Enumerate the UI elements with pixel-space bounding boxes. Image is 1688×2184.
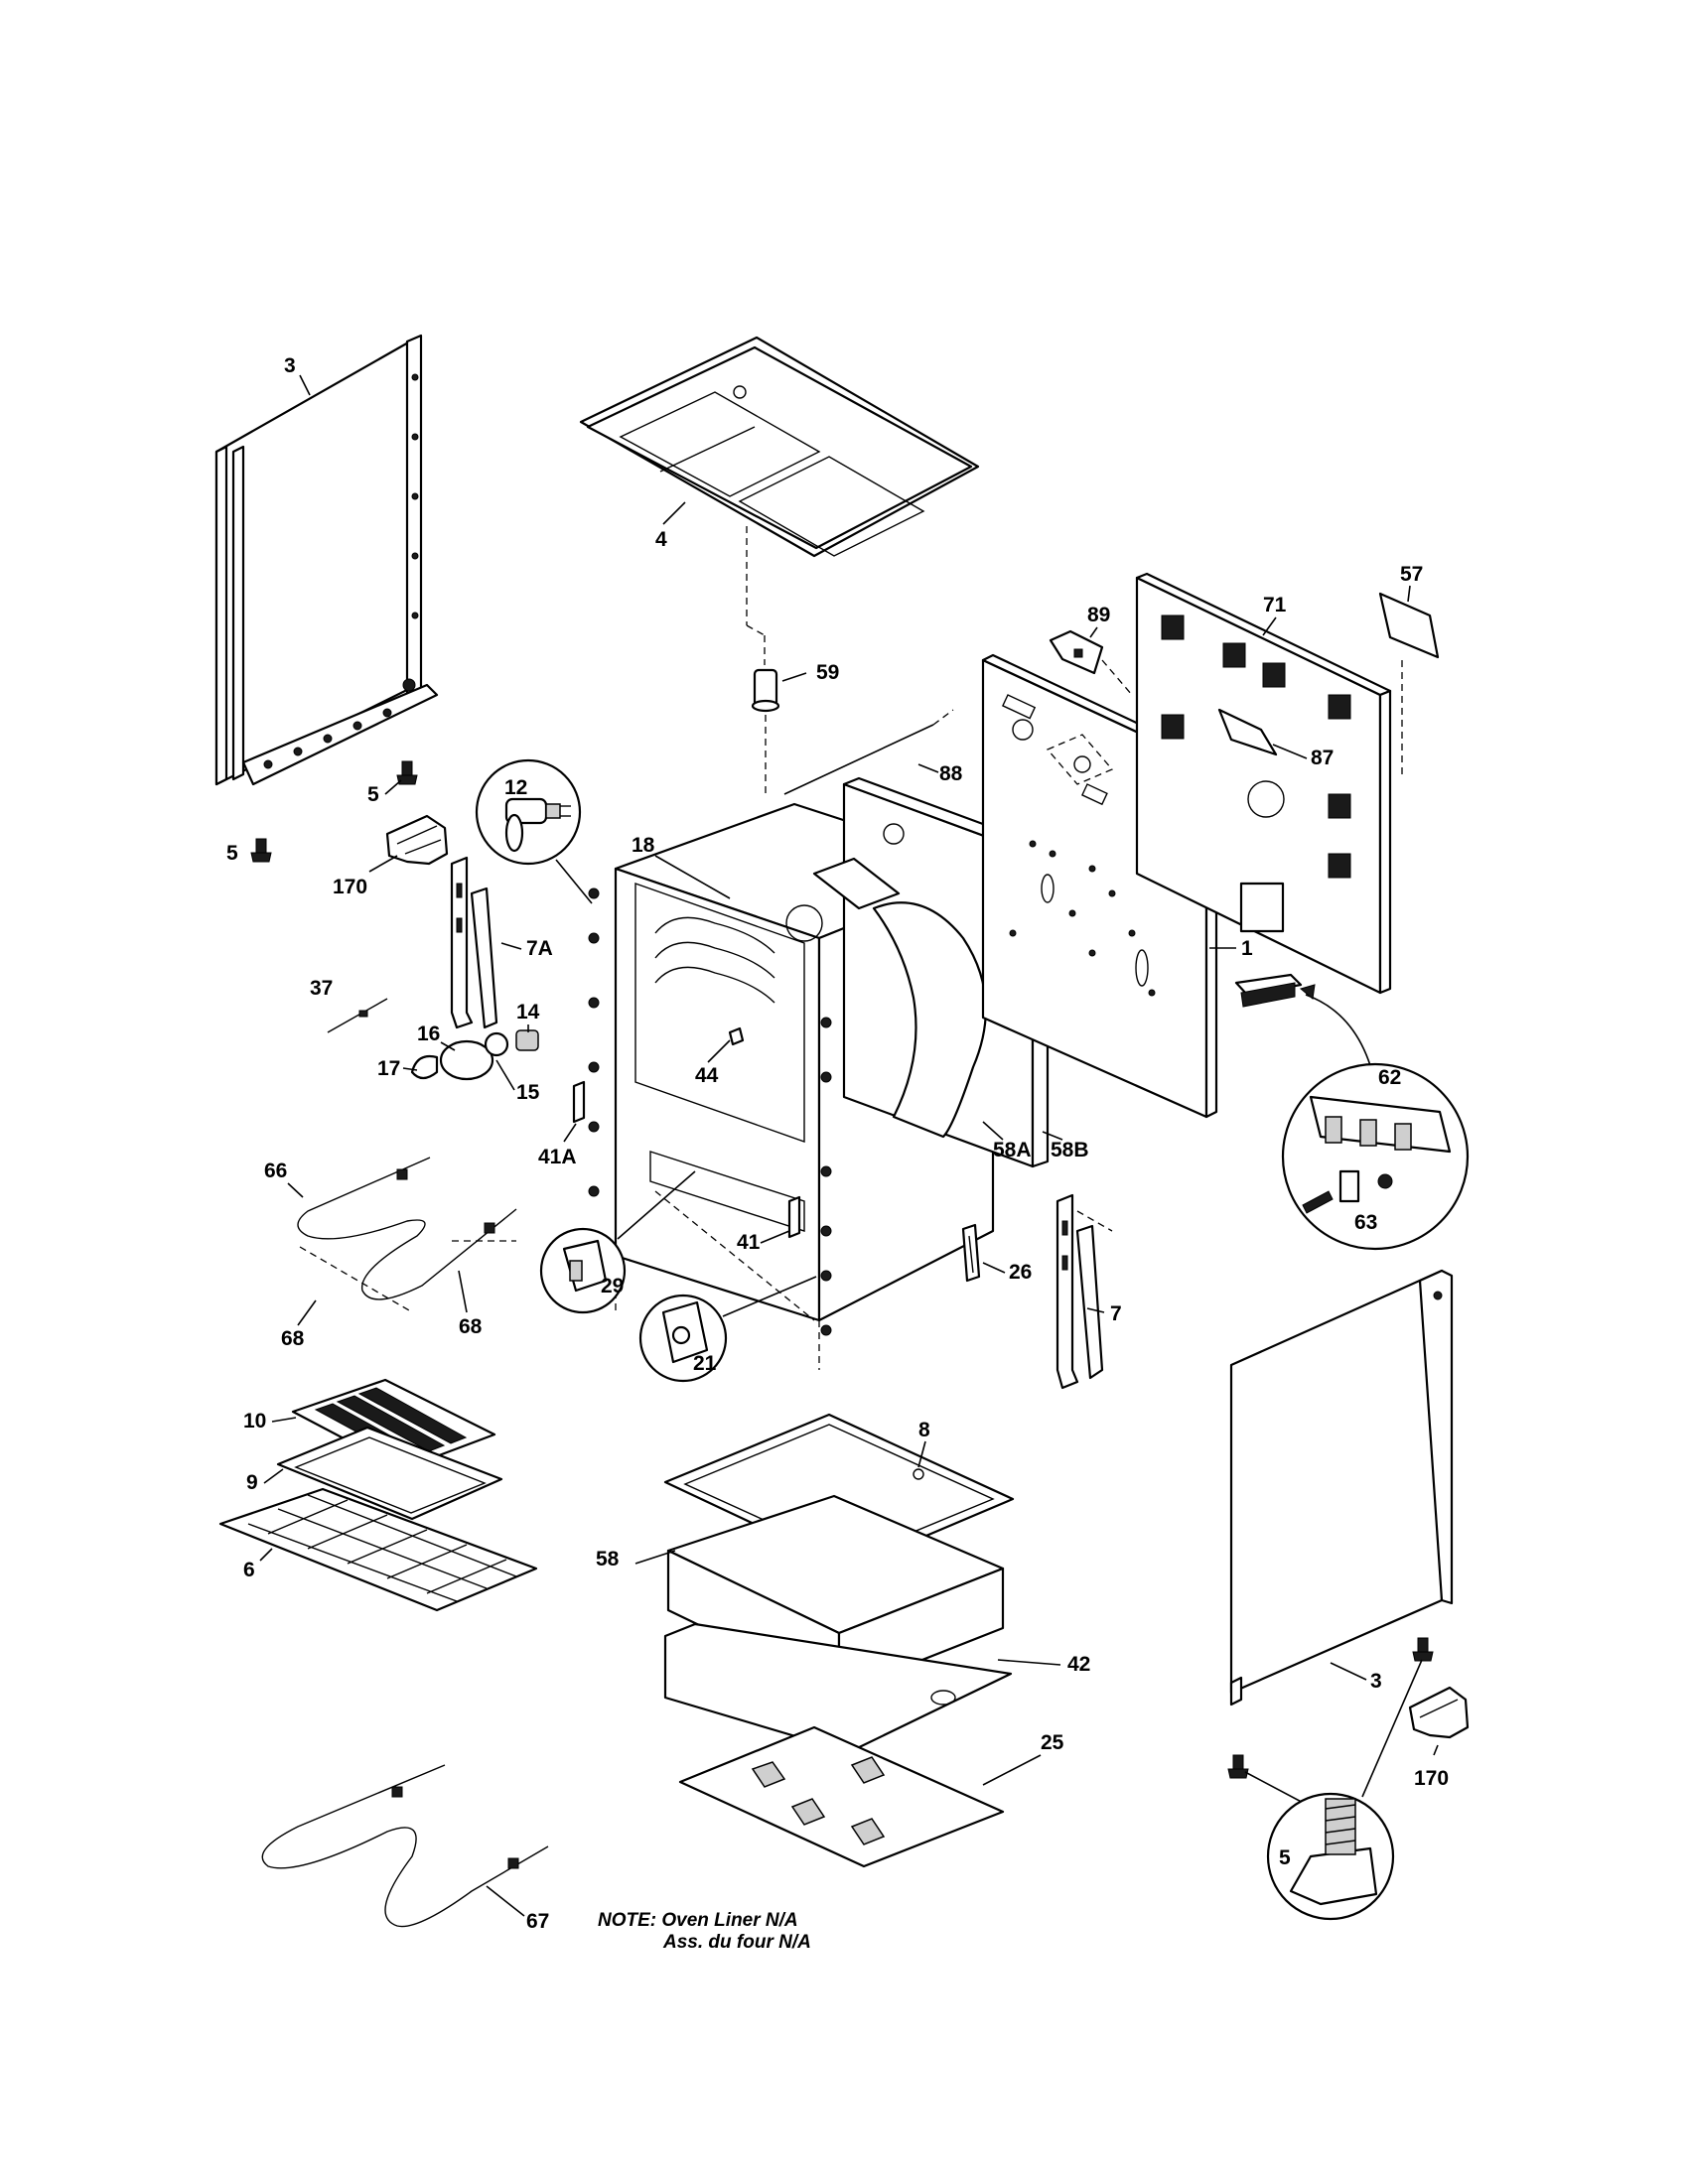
broiler-pan <box>276 1426 503 1521</box>
drawer-liner-25 <box>678 1725 1005 1868</box>
callout-17: 17 <box>377 1057 400 1080</box>
spring-26 <box>961 1223 981 1283</box>
callout-58a: 58A <box>993 1139 1032 1161</box>
callout-25: 25 <box>1041 1731 1064 1754</box>
callout-21: 21 <box>693 1352 717 1375</box>
callout-58b: 58B <box>1051 1139 1089 1161</box>
detail-circle-5 <box>1266 1792 1395 1921</box>
side-panel-left <box>214 334 439 786</box>
callout-67: 67 <box>526 1910 549 1933</box>
frame-screws <box>588 887 832 1336</box>
callout-3-bottom: 3 <box>1370 1670 1382 1693</box>
drawer-bottom <box>663 1622 1013 1754</box>
callout-63: 63 <box>1354 1211 1377 1234</box>
callout-57: 57 <box>1400 563 1423 586</box>
thermostat-sensor <box>751 668 780 713</box>
anti-tip-bracket-left <box>385 814 449 866</box>
callout-42: 42 <box>1067 1653 1090 1676</box>
callout-170-a: 170 <box>333 876 367 898</box>
callout-3-top: 3 <box>284 354 296 377</box>
anti-tip-bracket-right <box>1408 1686 1470 1739</box>
callout-7: 7 <box>1110 1302 1122 1325</box>
callout-44: 44 <box>695 1064 719 1087</box>
side-panel-right <box>1229 1269 1454 1706</box>
callout-15: 15 <box>516 1081 540 1104</box>
callout-18: 18 <box>632 834 655 857</box>
oven-light-assembly <box>410 1029 539 1081</box>
wire-37 <box>327 998 388 1033</box>
detail-circle-62-63 <box>1281 1062 1470 1251</box>
callout-71: 71 <box>1263 594 1287 616</box>
callout-29: 29 <box>601 1275 624 1297</box>
callout-5-a: 5 <box>367 783 379 806</box>
detail-circle-12 <box>475 758 582 866</box>
callout-170-b: 170 <box>1414 1767 1449 1790</box>
callout-6: 6 <box>243 1559 255 1581</box>
callout-5-c: 5 <box>1279 1846 1291 1869</box>
callout-87: 87 <box>1311 747 1334 769</box>
broil-element-66 <box>297 1157 517 1300</box>
top-panel <box>579 336 980 558</box>
callout-10: 10 <box>243 1410 266 1433</box>
callout-68-b: 68 <box>459 1315 483 1338</box>
terminal-block <box>1234 973 1303 1008</box>
leveling-screw-icon <box>250 838 272 863</box>
leveling-screw-icon <box>1412 1637 1434 1662</box>
broiler-pan-insert <box>291 1378 496 1471</box>
note-line-1: NOTE: Oven Liner N/A <box>598 1910 798 1931</box>
hinge-7 <box>1055 1193 1104 1390</box>
callout-5-b: 5 <box>226 842 238 865</box>
leveling-screw-icon <box>1227 1754 1249 1779</box>
callout-58: 58 <box>596 1548 620 1570</box>
callout-68-a: 68 <box>281 1327 305 1350</box>
note-line-2: Ass. du four N/A <box>662 1932 811 1953</box>
callout-4: 4 <box>655 528 667 551</box>
callout-26: 26 <box>1009 1261 1032 1284</box>
detail-circle-21 <box>638 1294 728 1383</box>
callout-14: 14 <box>516 1001 540 1024</box>
callout-8: 8 <box>918 1419 930 1441</box>
bracket-89 <box>1049 629 1104 675</box>
bracket-41 <box>787 1195 801 1239</box>
callout-89: 89 <box>1087 604 1110 626</box>
oven-rack <box>218 1487 538 1612</box>
callout-9: 9 <box>246 1471 258 1494</box>
label-plate-57 <box>1378 592 1440 659</box>
detail-circle-29 <box>539 1227 627 1314</box>
callout-7a: 7A <box>526 937 553 960</box>
callout-12: 12 <box>504 776 527 799</box>
callout-59: 59 <box>816 661 839 684</box>
callout-16: 16 <box>417 1023 440 1045</box>
callout-66: 66 <box>264 1160 287 1182</box>
hinge-7a <box>450 856 498 1029</box>
callout-88: 88 <box>939 762 963 785</box>
bake-element-67 <box>261 1764 549 1928</box>
callout-37: 37 <box>310 977 333 1000</box>
callout-41a: 41A <box>538 1146 577 1168</box>
callout-62: 62 <box>1378 1066 1401 1089</box>
callout-1: 1 <box>1241 937 1253 960</box>
callout-41: 41 <box>737 1231 761 1254</box>
leveling-screw-icon <box>396 760 418 785</box>
bracket-41a <box>572 1080 586 1124</box>
